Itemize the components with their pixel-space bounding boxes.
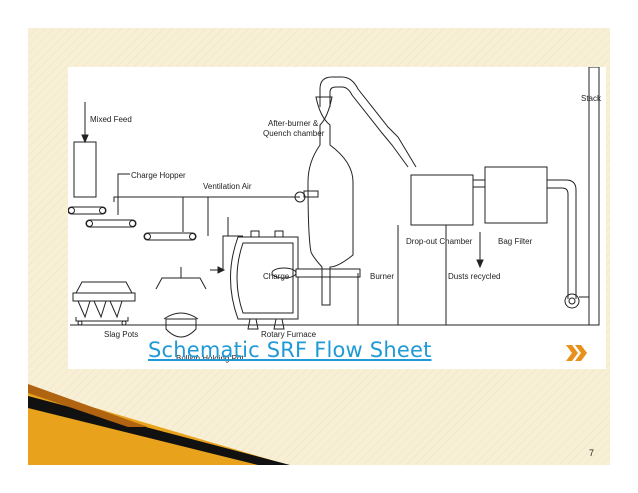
slide-caption[interactable]: Schematic SRF Flow Sheet	[148, 338, 432, 362]
dusts-recycled-label: Dusts recycled	[448, 272, 500, 281]
double-chevron-right-icon[interactable]	[565, 344, 589, 362]
burner-label: Burner	[370, 272, 394, 281]
drop-out-chamber-label: Drop-out Chamber	[406, 237, 473, 246]
after-burner-label-line1: After-burner &	[268, 119, 319, 128]
corner-decoration	[28, 384, 290, 465]
charge-hopper-label: Charge Hopper	[131, 171, 186, 180]
mixed-feed-label: Mixed Feed	[90, 115, 132, 124]
charge-label: Charge	[263, 272, 290, 281]
slag-pots-label: Slag Pots	[104, 330, 138, 339]
bullion-holding-pot-label: Bullion Holding Pot	[176, 354, 244, 363]
after-burner-label-line2: Quench chamber	[263, 129, 325, 138]
ventilation-air-label: Ventilation Air	[203, 182, 252, 191]
slide: Mixed Feed Charge Hopper Ventilation Air…	[28, 28, 610, 465]
stack-label: Stack	[581, 94, 602, 103]
page-number: 7	[589, 448, 595, 458]
flow-sheet-diagram: Mixed Feed Charge Hopper Ventilation Air…	[68, 67, 606, 369]
rotary-furnace-label: Rotary Furnace	[261, 330, 317, 339]
bag-filter-label: Bag Filter	[498, 237, 533, 246]
